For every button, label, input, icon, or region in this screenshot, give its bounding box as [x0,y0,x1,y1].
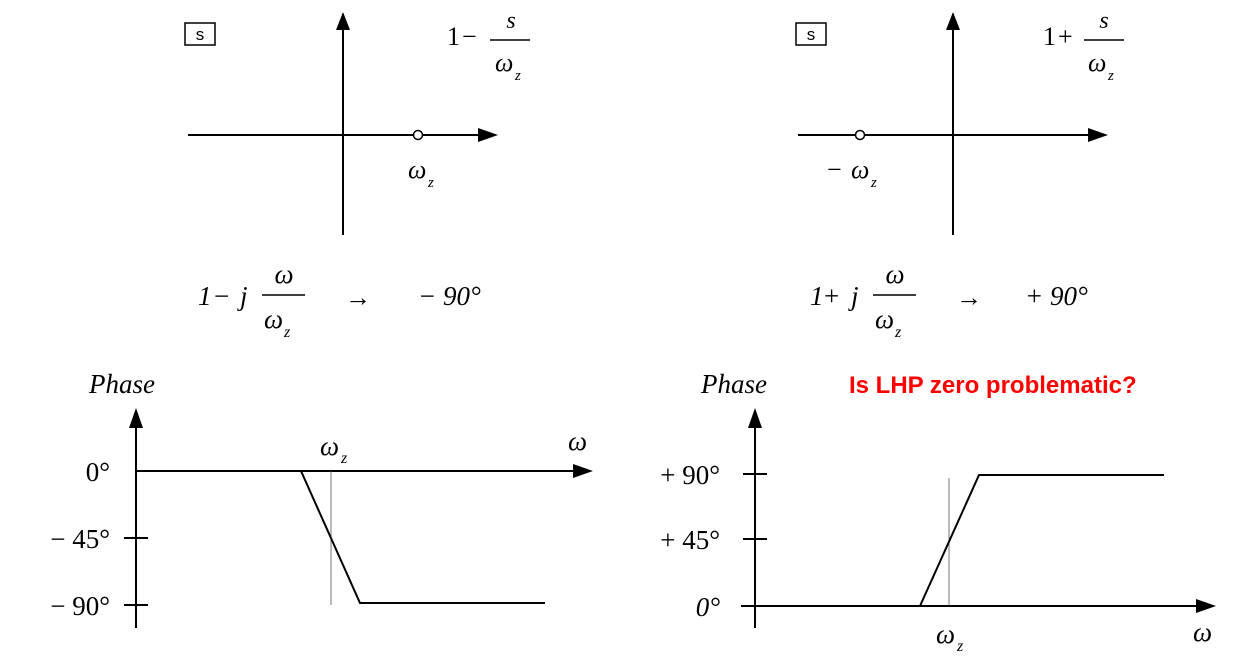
y-tick-label: − 90° [50,591,110,621]
svg-text:s: s [1099,8,1108,34]
svg-text:ω: ω [885,259,904,289]
y-tick-label: 0° [86,457,110,487]
svg-text:z: z [514,68,521,84]
y-tick-label: − 45° [50,524,110,554]
svg-text:−: − [827,155,842,184]
svg-text:−: − [214,281,229,311]
corner-label: ω z [936,619,964,655]
phase-axis-title: Phase [700,369,767,399]
corner-label: ω z [320,431,348,467]
phase-axis-title: Phase [88,369,155,399]
svg-text:z: z [956,638,964,655]
svg-text:1: 1 [447,22,460,51]
svg-text:z: z [1107,68,1114,84]
svg-text:− 90°: − 90° [418,281,481,311]
svg-text:ω: ω [875,304,894,334]
svg-text:1: 1 [1043,22,1056,51]
svg-text:ω: ω [320,431,339,461]
zero-label: − ω z [827,155,877,191]
svg-text:+ 90°: + 90° [1025,281,1088,311]
x-axis-label: ω [1193,617,1212,647]
svg-text:ω: ω [274,259,293,289]
rhp-frequency-response: 1 − j ω ω z → − 90° [198,259,481,341]
svg-text:z: z [894,324,902,341]
svg-text:+: + [824,281,839,311]
question-text: Is LHP zero problematic? [849,372,1137,399]
y-tick-label: + 90° [660,460,720,490]
svg-text:z: z [870,175,877,191]
svg-text:z: z [283,324,291,341]
zero-marker [412,129,424,141]
zero-marker [854,129,866,141]
svg-text:−: − [462,22,477,51]
x-axis-label: ω [568,426,587,456]
svg-text:ω: ω [1088,48,1106,77]
s-plane-box [184,22,216,46]
transfer-function: 1 + s ω z [1043,8,1124,84]
svg-text:1: 1 [198,281,212,311]
svg-text:ω: ω [408,155,426,184]
svg-text:ω: ω [936,619,955,649]
rhp-phase-plot: Phase 0° − 45° − 90° ω ω z [50,369,593,628]
svg-text:+: + [1058,22,1073,51]
phase-curve [755,474,1164,607]
svg-text:→: → [956,283,982,312]
transfer-function: 1 − s ω z [447,8,530,84]
svg-text:ω: ω [264,304,283,334]
svg-text:z: z [427,175,434,191]
svg-text:j: j [237,281,248,311]
lhp-phase-plot: Phase Is LHP zero problematic? + 90° + 4… [660,369,1216,655]
svg-text:→: → [345,283,371,312]
s-plane-box [795,22,827,46]
svg-text:1: 1 [810,281,824,311]
svg-text:z: z [340,450,348,467]
zero-label: ω z [408,155,434,191]
s-plane-label: s [807,25,816,44]
lhp-s-plane: s − ω z 1 + s ω z [795,8,1124,235]
svg-text:s: s [506,8,515,34]
rhp-s-plane: s ω z 1 − s ω z [184,8,530,235]
s-plane-label: s [196,25,205,44]
phase-curve [136,470,545,604]
y-tick-label: + 45° [660,525,720,555]
svg-text:ω: ω [495,48,513,77]
lhp-frequency-response: 1 + j ω ω z → + 90° [810,259,1088,341]
svg-text:ω: ω [851,155,869,184]
y-tick-label: 0° [696,592,721,622]
svg-text:j: j [848,281,859,311]
